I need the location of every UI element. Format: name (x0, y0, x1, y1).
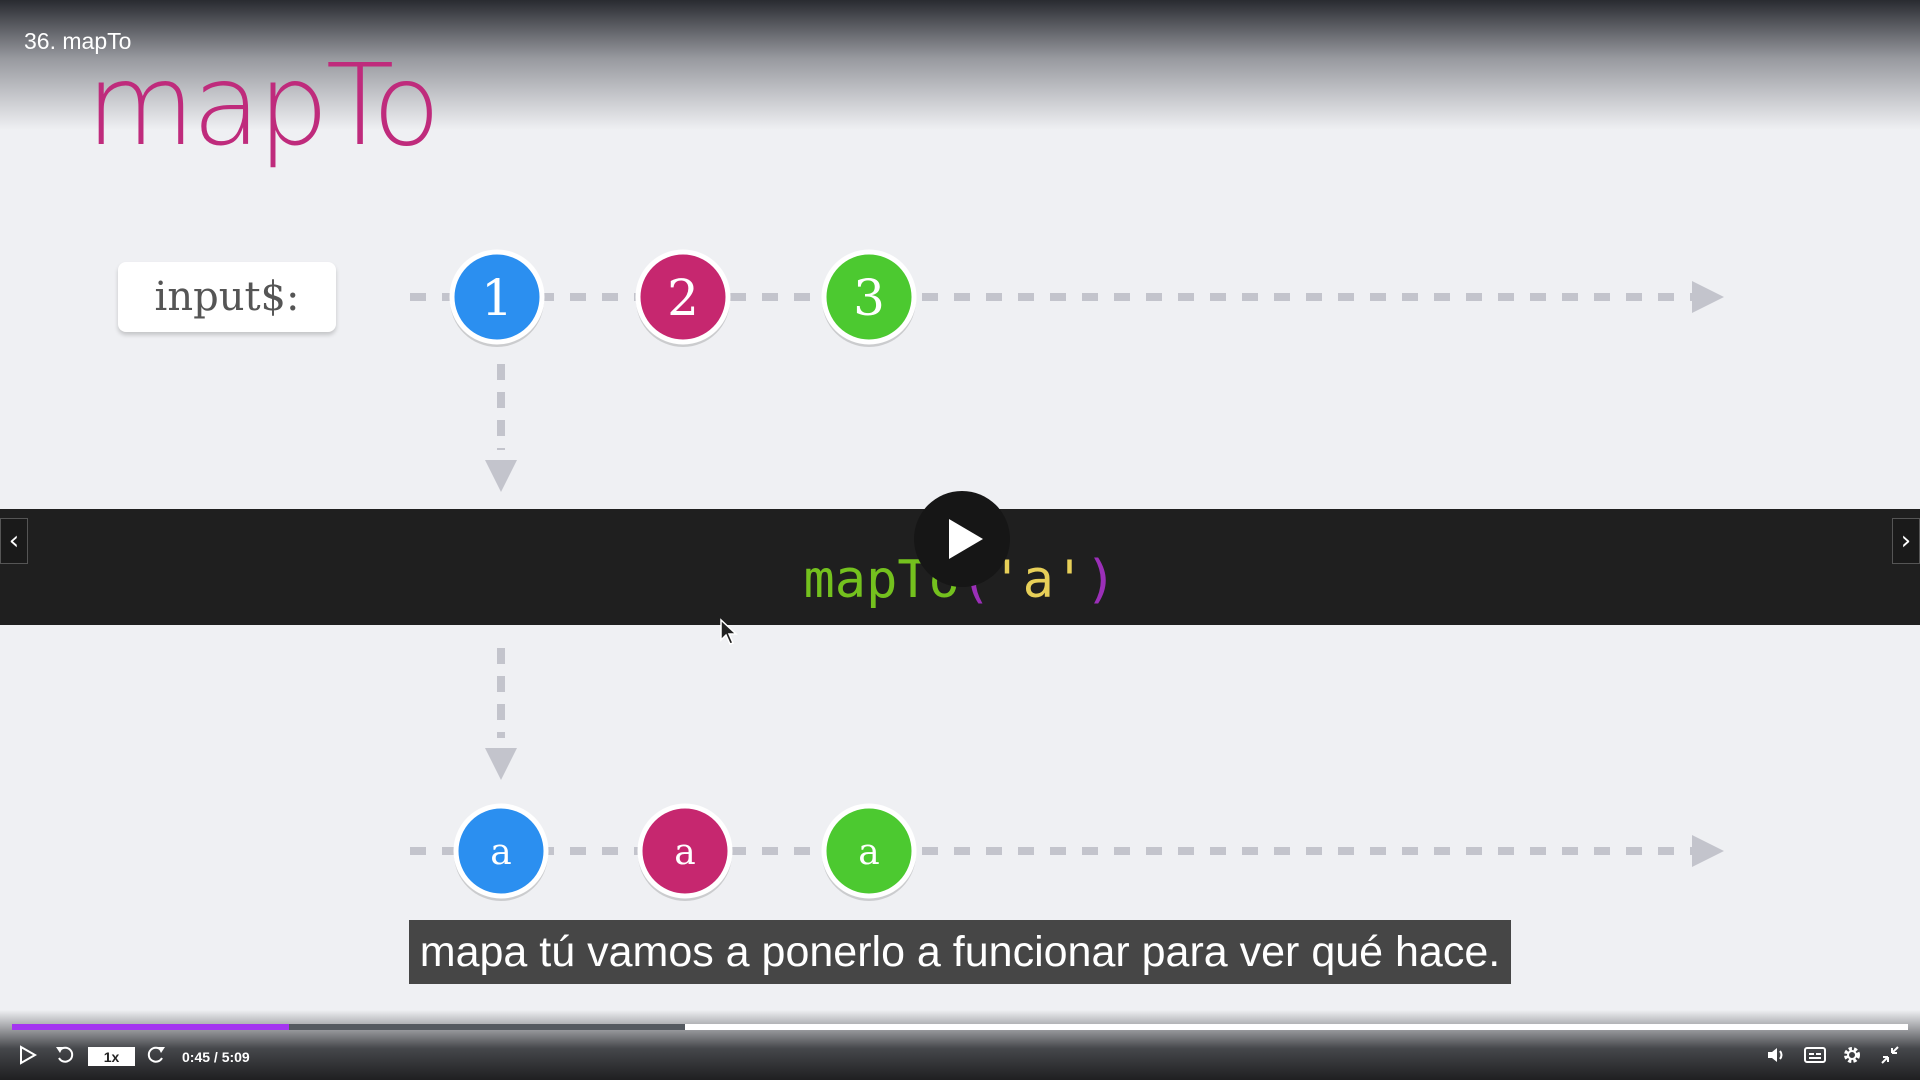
progress-bar[interactable] (12, 1024, 1908, 1030)
next-lecture-button[interactable]: › (1892, 518, 1920, 564)
controls-gradient (0, 1010, 1920, 1080)
volume-icon (1768, 1048, 1783, 1062)
forward-button[interactable] (145, 1044, 167, 1066)
previous-lecture-button[interactable]: ‹ (0, 518, 28, 564)
vertical-arrow-bottom-head (485, 748, 517, 780)
playback-speed-button[interactable]: 1x (88, 1047, 135, 1066)
output-timeline-arrowhead (1692, 835, 1724, 867)
output-marble-label: a (490, 832, 511, 873)
output-marble: a (821, 803, 917, 901)
time-display: 0:45 / 5:09 (182, 1049, 250, 1065)
captions-button[interactable] (1803, 1044, 1827, 1066)
input-marble-circle (449, 249, 545, 345)
input-marble-circle (635, 249, 731, 345)
operator-close-paren: ) (1085, 550, 1117, 610)
input-marble-label: 1 (481, 269, 513, 327)
subtitle-caption: mapa tú vamos a ponerlo a funcionar para… (409, 920, 1511, 984)
chevron-right-icon: › (1900, 526, 1912, 556)
input-marble-circle (821, 249, 917, 345)
control-bar: 1x 0:45 / 5:09 (0, 1040, 1920, 1074)
progress-played (12, 1024, 289, 1030)
exit-fullscreen-icon (1881, 1046, 1899, 1064)
rewind-button[interactable] (54, 1044, 76, 1066)
play-icon (20, 1045, 38, 1065)
input-stream-label: input$: (118, 262, 336, 332)
play-icon (949, 519, 983, 559)
input-marble-label: 2 (667, 269, 699, 327)
play-button[interactable] (16, 1044, 38, 1066)
output-marble-label: a (858, 832, 879, 873)
operator-argument: 'a' (991, 550, 1086, 610)
progress-buffered (12, 1024, 686, 1030)
exit-fullscreen-button[interactable] (1879, 1044, 1901, 1066)
vertical-arrow-top-head (485, 460, 517, 492)
captions-icon (1804, 1047, 1826, 1063)
lecture-title: 36. mapTo (24, 28, 132, 54)
rewind-5-icon (56, 1046, 74, 1063)
mouse-pointer-icon (720, 618, 738, 645)
output-marble-circle (637, 803, 733, 899)
output-marble: a (453, 803, 549, 901)
input-timeline-arrowhead (1692, 281, 1724, 313)
input-marble: 1 (449, 249, 545, 347)
gear-icon (1844, 1047, 1860, 1063)
volume-button[interactable] (1765, 1044, 1787, 1066)
input-marble: 2 (635, 249, 731, 347)
output-marble-label: a (674, 832, 695, 873)
output-marble-circle (453, 803, 549, 899)
chevron-left-icon: ‹ (8, 526, 20, 556)
input-marble-label: 3 (853, 269, 885, 327)
settings-button[interactable] (1841, 1044, 1863, 1066)
forward-5-icon (147, 1046, 165, 1063)
center-play-button[interactable] (914, 491, 1010, 587)
output-marble: a (637, 803, 733, 901)
slide-title: mapTo (86, 41, 441, 171)
input-marble: 3 (821, 249, 917, 347)
output-marble-circle (821, 803, 917, 899)
